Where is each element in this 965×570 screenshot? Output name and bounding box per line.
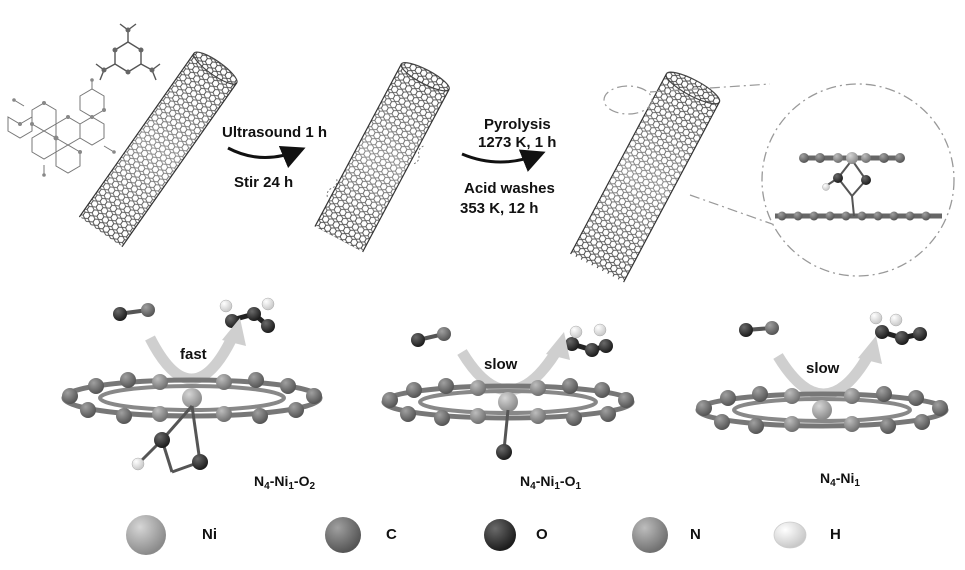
co2-molecule-in: [113, 303, 155, 321]
precursor-phthalocyanine-atoms: [12, 78, 116, 177]
step1-line1: Ultrasound 1 h: [222, 124, 328, 141]
o-ligand: [496, 409, 512, 460]
structure-label-n4-ni1-o2: N4-Ni1-O2: [254, 473, 316, 492]
zoom-source-circle: [603, 85, 653, 115]
rate-label-slow-1: slow: [484, 356, 518, 373]
step2-line4: 353 K, 12 h: [460, 200, 539, 217]
legend-h-label: H: [830, 526, 841, 543]
legend-ni-label: Ni: [202, 526, 217, 543]
structure-label-n4-ni1-o1: N4-Ni1-O1: [520, 473, 582, 492]
mechanism-panel-1: [61, 297, 323, 474]
mechanism-panel-2: [381, 323, 635, 460]
nanotube-pristine: [78, 51, 238, 248]
oh-o-ligand: [131, 405, 208, 474]
rate-label-slow-2: slow: [806, 360, 840, 377]
legend-c-label: C: [386, 526, 397, 543]
co2-molecule-in: [411, 327, 451, 347]
nanotube-single-atom: [570, 71, 721, 283]
legend-o-sphere: [484, 519, 516, 551]
cooh-molecule-out: [219, 297, 275, 333]
cooh-molecule-out: [869, 311, 927, 345]
process-arrow-2: [461, 149, 546, 172]
legend-o-label: O: [536, 526, 548, 543]
step2-line1: Pyrolysis: [484, 116, 551, 133]
legend-h-sphere: [773, 521, 807, 549]
cooh-molecule-out: [565, 323, 613, 357]
curved-arrow-head: [222, 318, 246, 346]
rate-label-fast: fast: [180, 346, 207, 363]
precursor-phthalocyanine: [7, 80, 115, 175]
curved-arrow-head: [546, 332, 570, 360]
curved-arrow-head: [858, 336, 882, 364]
process-arrow-1: [227, 145, 306, 169]
precursor-melamine-atoms: [101, 27, 155, 75]
zoom-detail-structure: [775, 152, 942, 221]
zoom-line-bottom: [689, 194, 776, 226]
zoom-line-top: [649, 83, 771, 93]
legend-c-sphere: [325, 517, 361, 553]
co2-molecule-in: [739, 321, 779, 337]
zoom-circle: [761, 83, 955, 277]
graphene-sheet: [695, 386, 949, 434]
mechanism-panel-3: [695, 311, 949, 434]
legend-n-sphere: [632, 517, 668, 553]
nanotube-coated: [314, 62, 450, 253]
step1-line2: Stir 24 h: [234, 174, 294, 191]
legend-ni-sphere: [126, 515, 166, 555]
step2-line2: 1273 K, 1 h: [478, 134, 557, 151]
legend-n-label: N: [690, 526, 701, 543]
step2-line3: Acid washes: [464, 180, 555, 197]
structure-label-n4-ni1: N4-Ni1: [820, 470, 860, 489]
